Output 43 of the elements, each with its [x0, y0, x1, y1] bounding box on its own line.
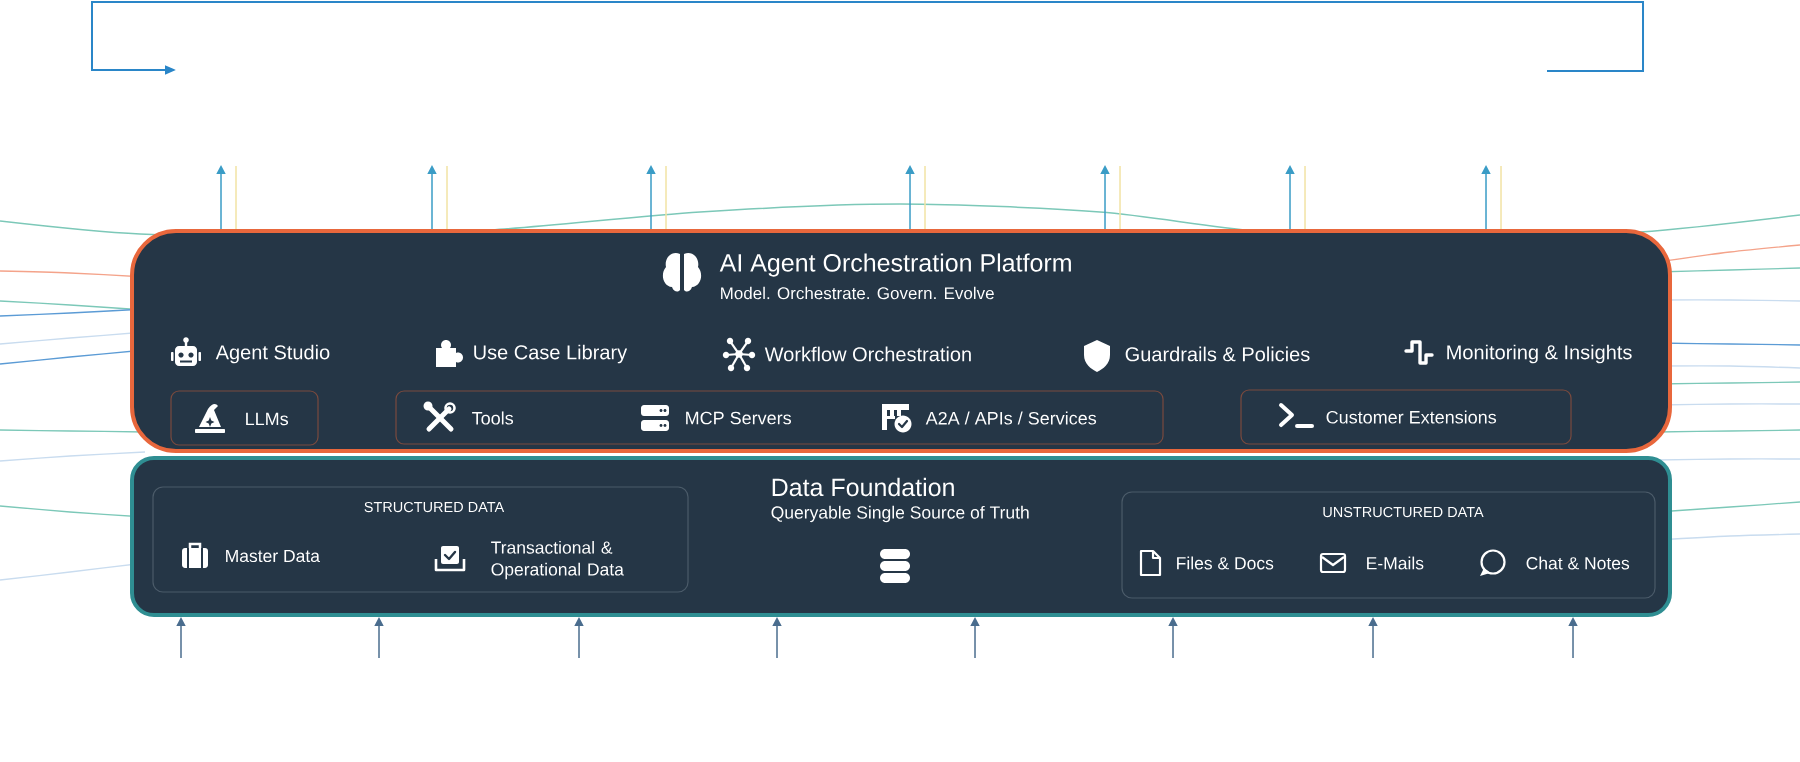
- arrow: [427, 165, 437, 230]
- arrow: [646, 165, 656, 230]
- arrow: [216, 165, 226, 230]
- connector-line: [1500, 165, 1502, 230]
- data-source-label: Transactional & Operational Data: [491, 540, 624, 580]
- arrow: [1568, 617, 1578, 659]
- data-source-label: Chat & Notes: [1526, 556, 1630, 570]
- module-label: Tools: [472, 411, 514, 425]
- data-source-label: Master Data: [226, 549, 320, 563]
- feature-label: Use Case Library: [474, 344, 628, 364]
- section-heading: STRUCTURED DATA: [364, 501, 505, 513]
- arrow: [1100, 165, 1110, 230]
- arrow: [1481, 165, 1491, 230]
- panel-subtitle: Queryable Single Source of Truth: [771, 505, 1029, 523]
- connector-line: [665, 165, 667, 230]
- module-box: Customer Extensions: [1240, 389, 1572, 445]
- module-box: LLMs: [170, 390, 319, 446]
- connector-line: [924, 165, 926, 230]
- arrow: [374, 617, 384, 659]
- module-label: MCP Servers: [686, 411, 792, 425]
- panel-subtitle: Model. Orchestrate. Govern. Evolve: [721, 286, 994, 300]
- connector-line: [1304, 165, 1306, 230]
- arrow: [772, 617, 782, 659]
- connector-line: [446, 165, 448, 230]
- arrow: [970, 617, 980, 659]
- module-label: A2A / APIs / Services: [925, 411, 1097, 425]
- data-source-label: E-Mails: [1367, 556, 1424, 570]
- feature-label: Guardrails & Policies: [1125, 346, 1310, 362]
- section-heading: UNSTRUCTURED DATA: [1323, 506, 1484, 518]
- panel-title: Data Foundation: [772, 477, 954, 497]
- feature-label: Agent Studio: [215, 344, 330, 364]
- panel-title: AI Agent Orchestration Platform: [719, 253, 1071, 277]
- arrow: [1285, 165, 1295, 230]
- arrow: [574, 617, 584, 659]
- arrow: [905, 165, 915, 230]
- connector-line: [1119, 165, 1121, 230]
- arrow: [176, 617, 186, 659]
- data-source-label: Files & Docs: [1177, 556, 1274, 570]
- feature-label: Monitoring & Insights: [1447, 344, 1632, 364]
- arrow: [1168, 617, 1178, 659]
- connector-line: [235, 165, 237, 230]
- arrow: [1368, 617, 1378, 659]
- feature-label: Workflow Orchestration: [764, 346, 971, 362]
